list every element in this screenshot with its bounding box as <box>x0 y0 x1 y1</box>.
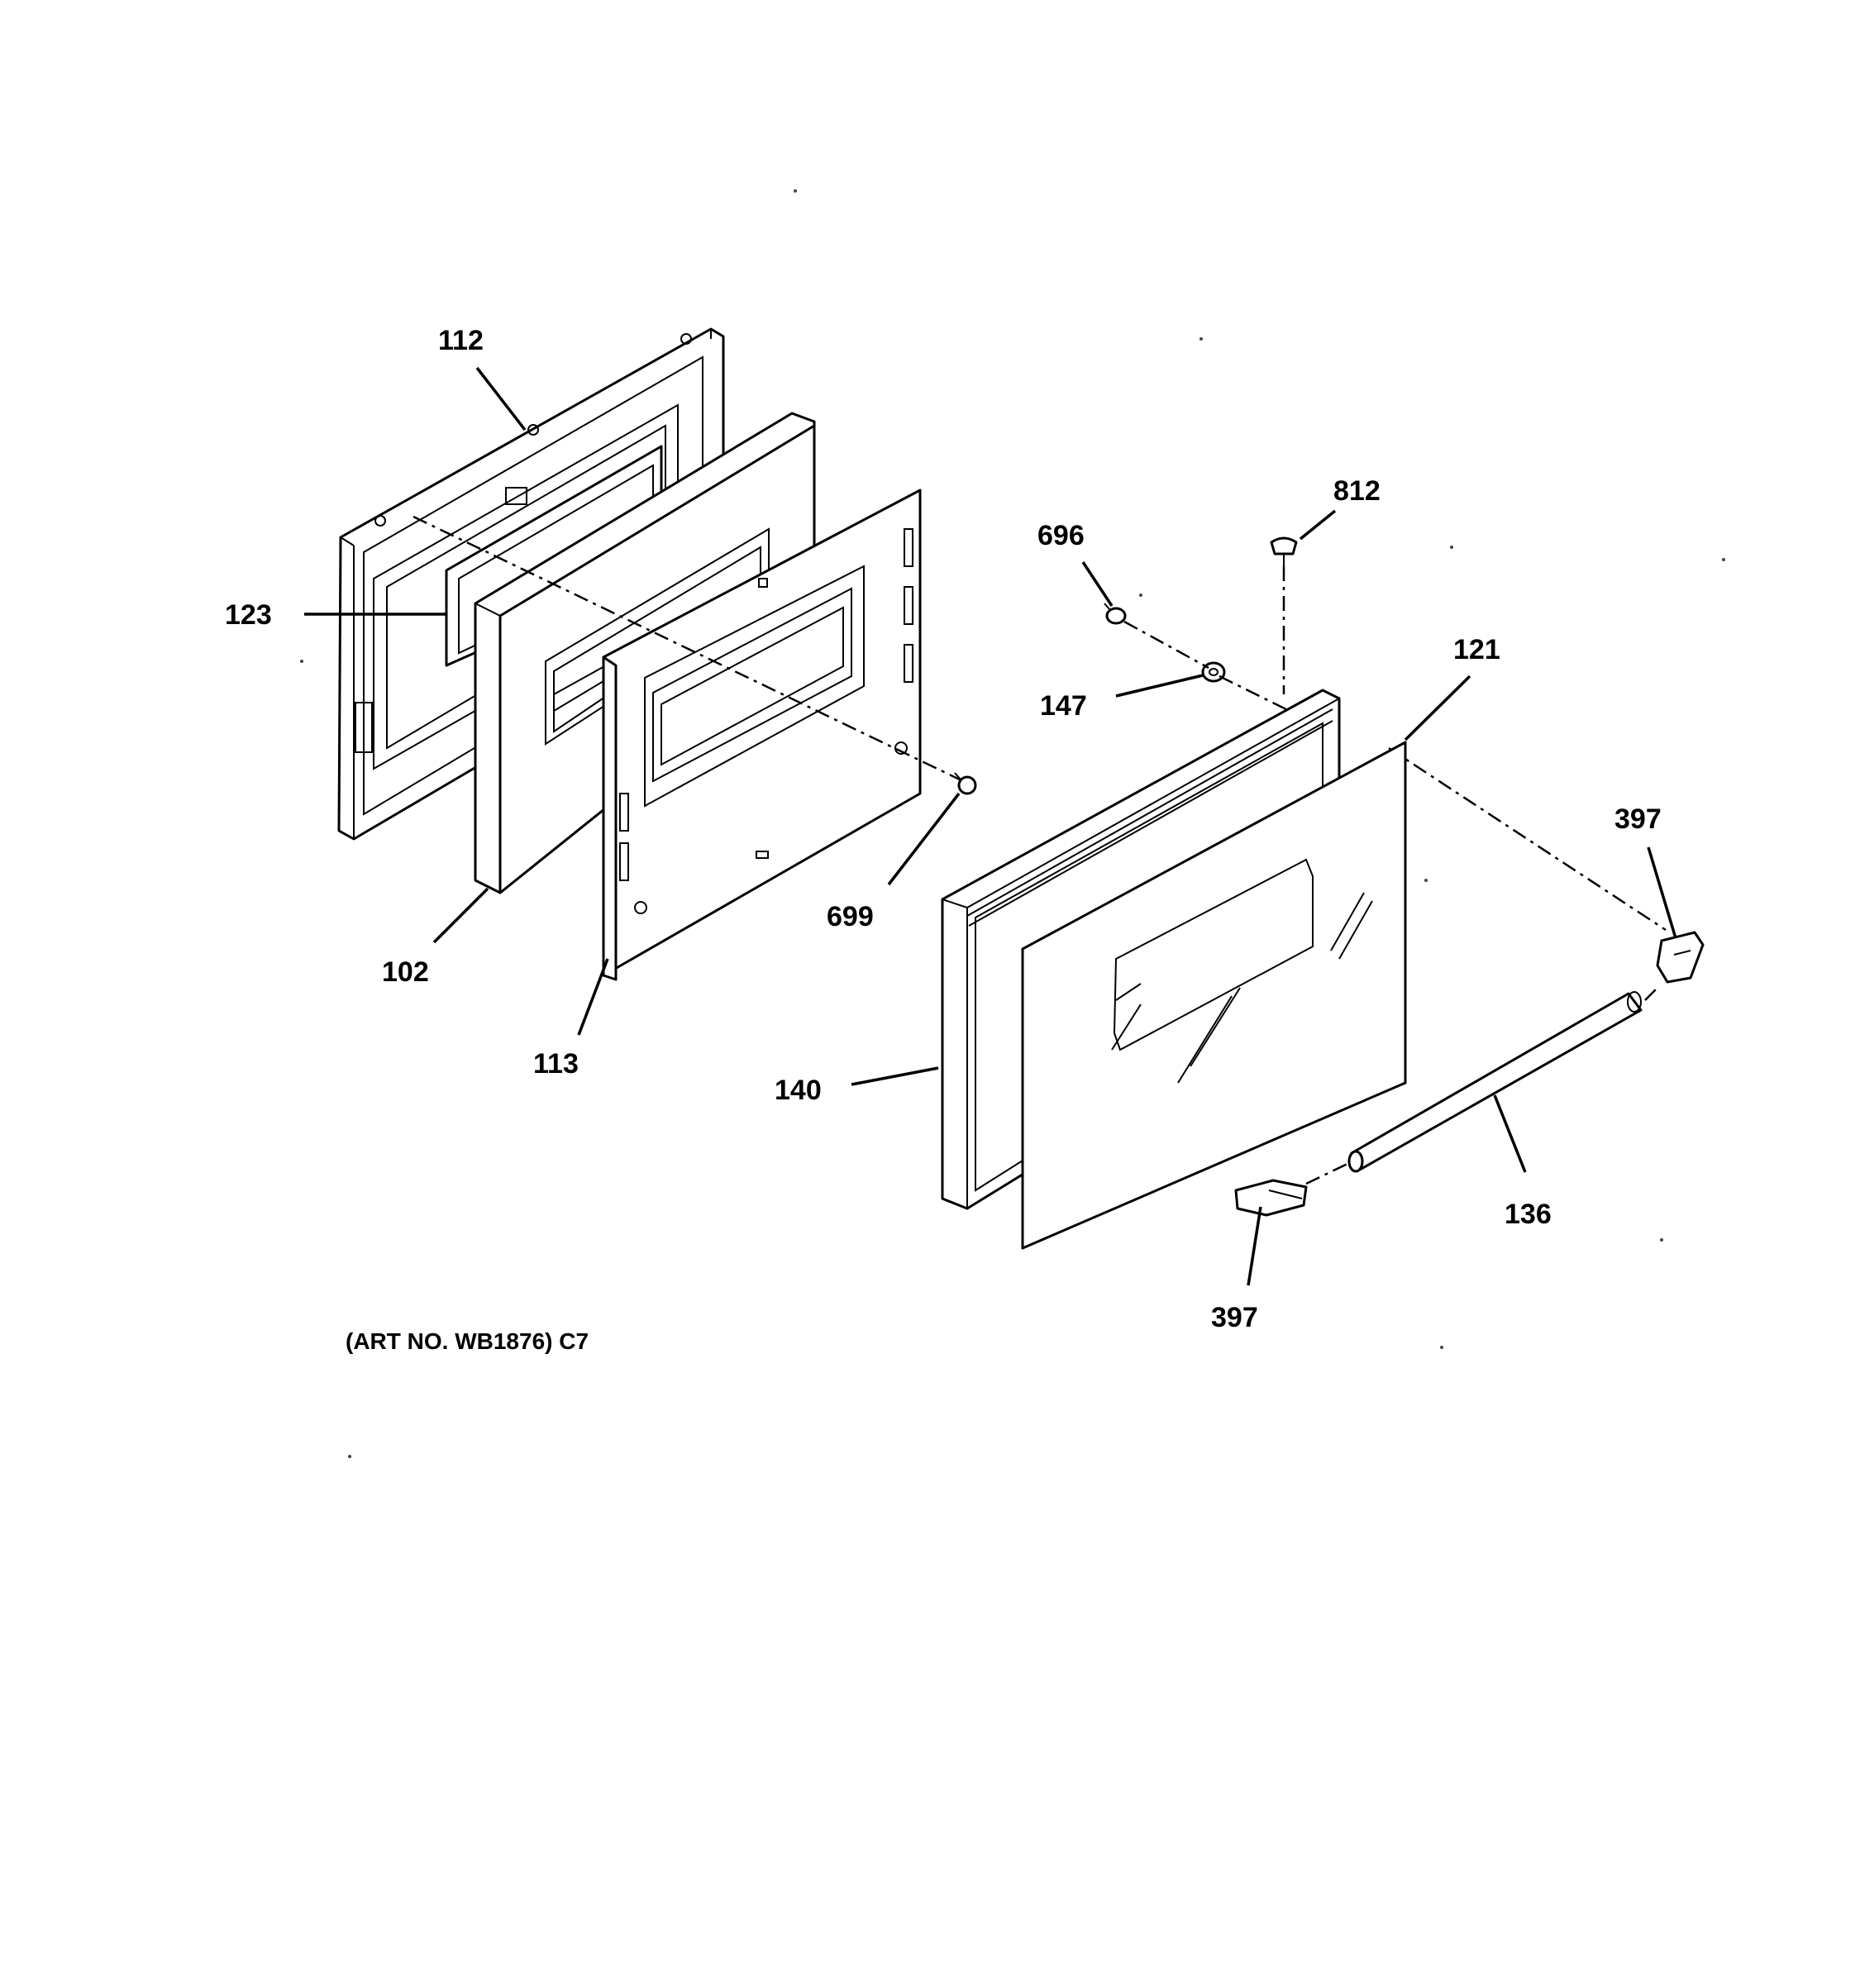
leader-397-bottom <box>1247 1206 1262 1286</box>
callout-696: 696 <box>1037 520 1085 551</box>
leader-812 <box>1299 509 1337 541</box>
part-136-handle <box>1347 991 1643 1173</box>
leader-397-top <box>1647 846 1677 939</box>
leader-113 <box>577 958 609 1036</box>
callout-397-top: 397 <box>1614 803 1662 835</box>
part-696-screw <box>1104 603 1127 625</box>
part-812-screw <box>1270 536 1298 566</box>
callout-136: 136 <box>1505 1199 1552 1230</box>
part-113-inner-panel <box>602 489 922 981</box>
leader-699 <box>887 792 961 886</box>
callout-397-bottom: 397 <box>1211 1302 1258 1333</box>
leader-147 <box>1115 674 1204 698</box>
part-397-end-cap-top <box>1656 931 1705 984</box>
part-699-screw <box>954 772 977 795</box>
leader-696 <box>1081 561 1114 607</box>
leader-140 <box>851 1066 939 1086</box>
scan-specks <box>300 189 1725 1458</box>
callout-102: 102 <box>382 956 429 988</box>
callout-140: 140 <box>775 1075 822 1106</box>
callout-147: 147 <box>1040 690 1087 722</box>
leader-121 <box>1404 675 1471 741</box>
part-121-outer-glass <box>1021 741 1407 1250</box>
callout-113: 113 <box>533 1048 579 1080</box>
callout-123: 123 <box>225 599 272 631</box>
callout-812: 812 <box>1333 475 1381 507</box>
leader-112 <box>475 366 527 431</box>
leader-102 <box>432 887 489 944</box>
callout-112: 112 <box>438 325 484 356</box>
art-number-label: (ART NO. WB1876) C7 <box>346 1328 589 1354</box>
callout-121: 121 <box>1453 634 1500 665</box>
callout-699: 699 <box>827 901 874 932</box>
part-397-end-cap-bottom <box>1234 1179 1308 1217</box>
leader-136 <box>1493 1094 1527 1173</box>
